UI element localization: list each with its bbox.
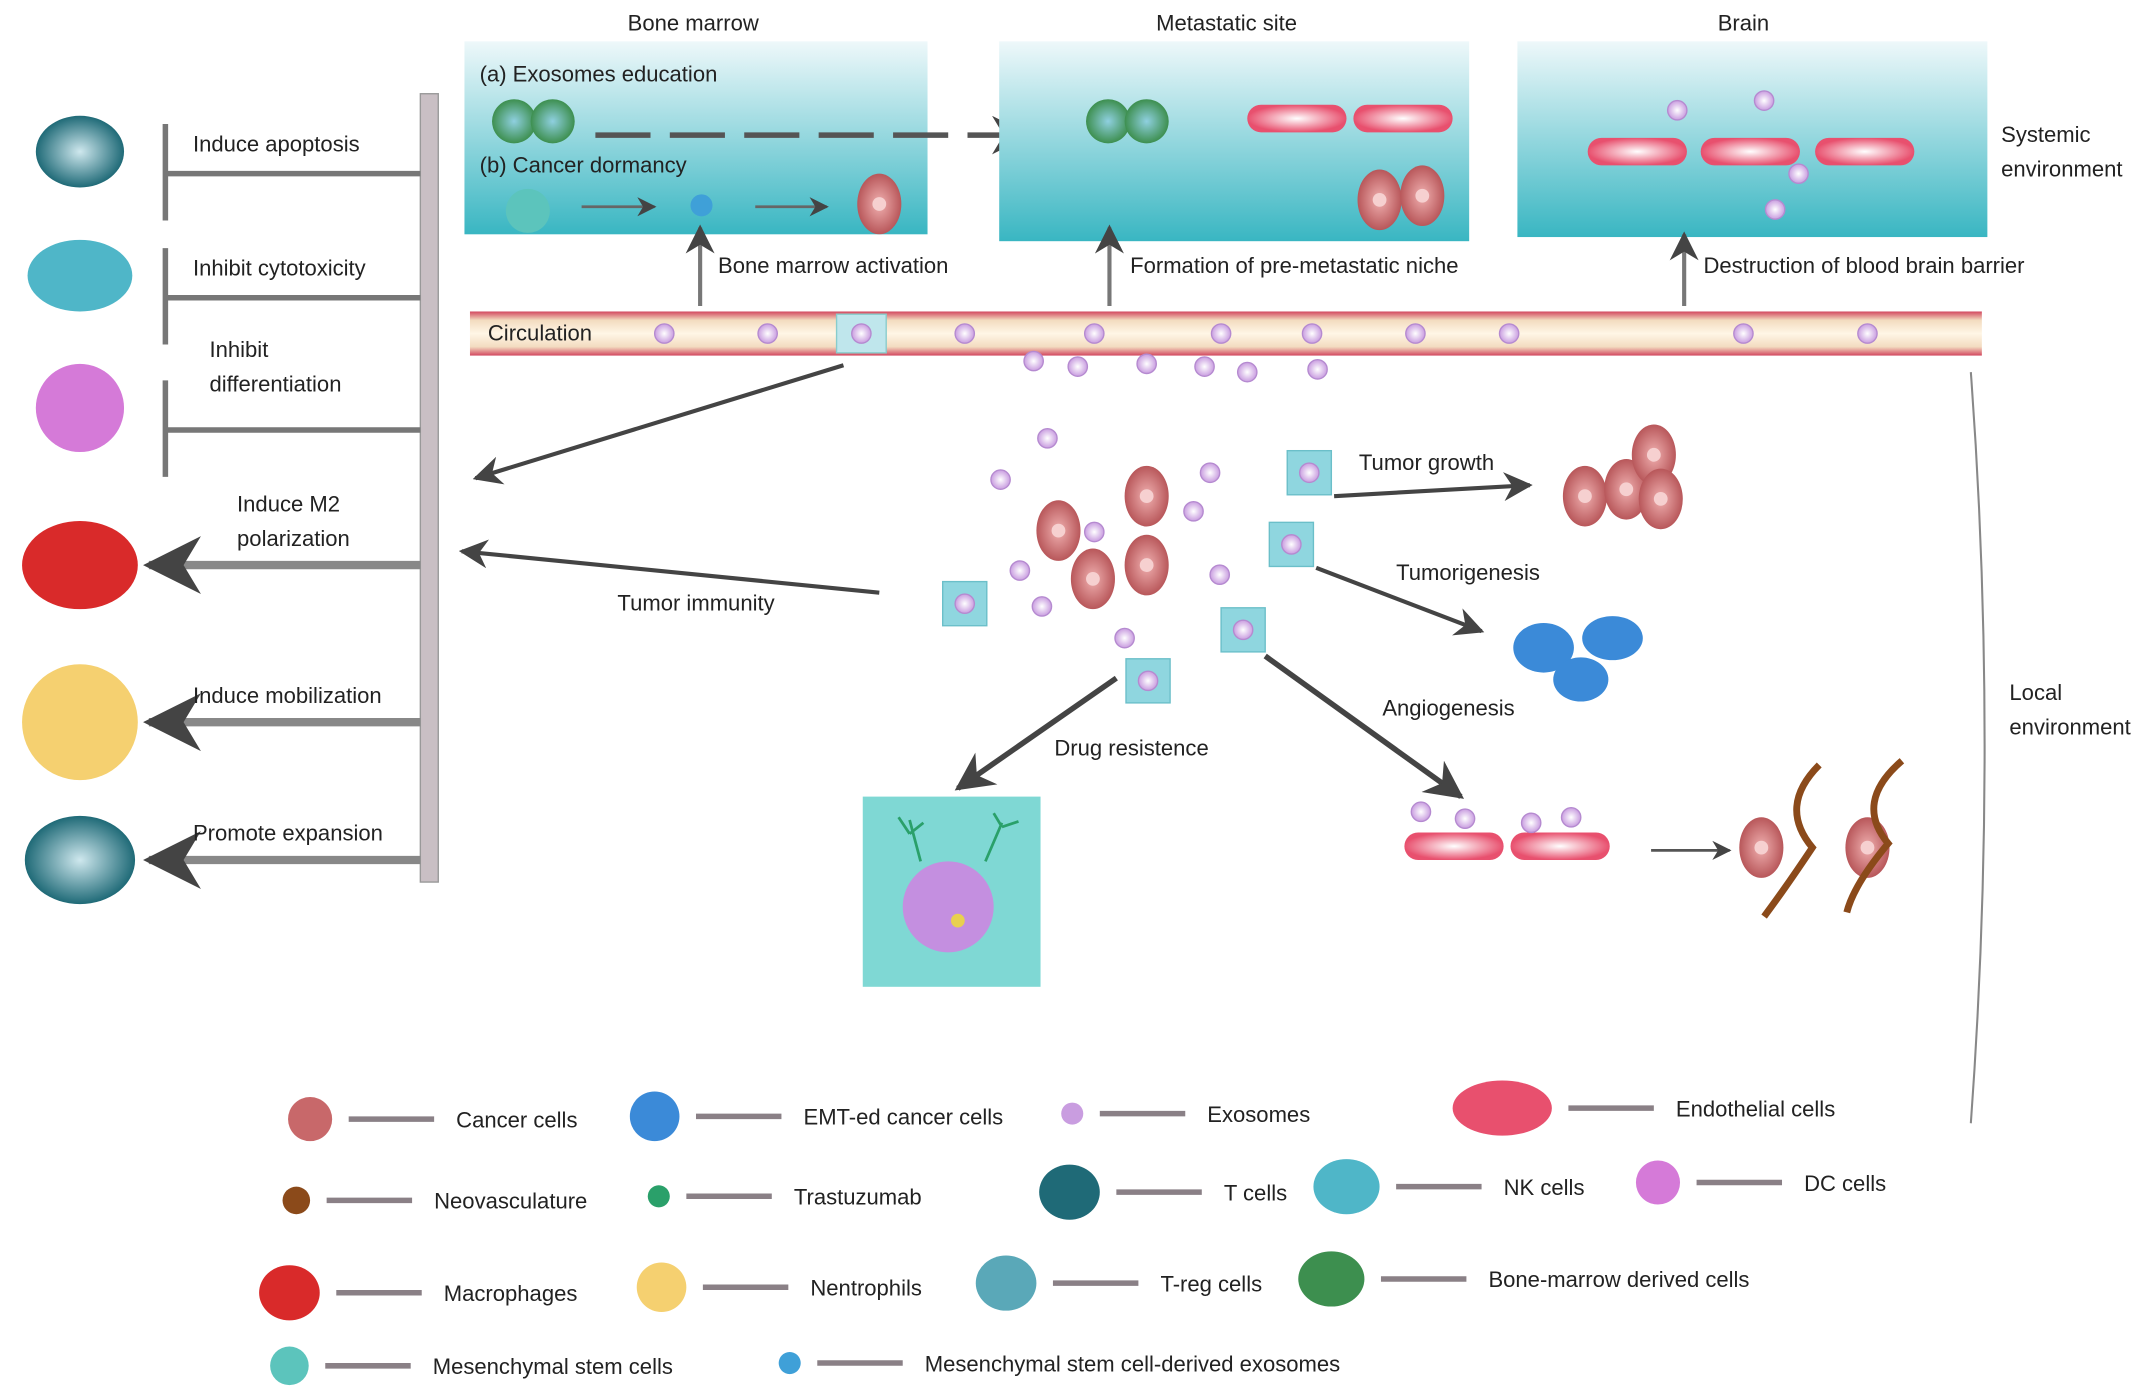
effect-0: Induce apoptosis <box>35 115 421 221</box>
legend-item: EMT-ed cancer cells <box>629 1091 1003 1142</box>
local-bracket <box>1969 372 1986 1124</box>
legend-item: Nentrophils <box>636 1262 922 1313</box>
svg-text:Mesenchymal stem cells: Mesenchymal stem cells <box>433 1354 673 1379</box>
legend-item: T-reg cells <box>975 1255 1262 1311</box>
legend-icon <box>282 1186 311 1215</box>
legend-icon <box>1061 1102 1084 1125</box>
svg-text:(b) Cancer dormancy: (b) Cancer dormancy <box>480 152 687 177</box>
legend-icon <box>629 1091 680 1142</box>
svg-text:Drug resistence: Drug resistence <box>1054 735 1208 760</box>
svg-text:Metastatic site: Metastatic site <box>1156 10 1297 35</box>
svg-text:Destruction of blood brain bar: Destruction of blood brain barrier <box>1703 253 2024 278</box>
bone-marrow-cell-icon <box>492 99 537 144</box>
dc-cell-icon <box>35 363 125 453</box>
legend-item: T cells <box>1039 1164 1287 1220</box>
legend-item: Macrophages <box>259 1265 578 1321</box>
svg-text:Tumor immunity: Tumor immunity <box>617 591 774 616</box>
legend-item: Mesenchymal stem cell-derived exosomes <box>778 1351 1340 1376</box>
legend-icon <box>259 1265 320 1321</box>
legend-icon <box>647 1185 670 1208</box>
legend-item: DC cells <box>1635 1160 1886 1205</box>
panel-brain: Brain Destruction of blood brain barrier <box>1517 10 2025 306</box>
svg-text:Bone marrow activation: Bone marrow activation <box>718 253 948 278</box>
legend-icon <box>1635 1160 1681 1205</box>
svg-text:T cells: T cells <box>1224 1180 1287 1205</box>
legend-item: NK cells <box>1313 1159 1585 1215</box>
svg-text:Exosomes: Exosomes <box>1207 1102 1310 1127</box>
svg-text:polarization: polarization <box>237 526 350 551</box>
svg-text:Induce apoptosis: Induce apoptosis <box>193 132 360 157</box>
legend-item: Exosomes <box>1061 1102 1310 1127</box>
left-bar <box>419 93 439 883</box>
svg-text:environment: environment <box>2001 156 2122 181</box>
legend-item: Bone-marrow derived cells <box>1298 1251 1749 1307</box>
svg-text:Bone-marrow derived cells: Bone-marrow derived cells <box>1488 1267 1749 1292</box>
svg-text:Endothelial cells: Endothelial cells <box>1676 1096 1835 1121</box>
legend-item: Endothelial cells <box>1452 1080 1835 1136</box>
legend-icon <box>778 1352 801 1375</box>
panel-metastatic-site: Metastatic site Formation of pre-metasta… <box>999 10 1470 306</box>
macrophage-icon <box>22 520 138 610</box>
legend-icon <box>1039 1164 1100 1220</box>
legend-icon <box>270 1346 309 1386</box>
legend-icon <box>975 1255 1037 1311</box>
svg-text:NK cells: NK cells <box>1504 1175 1585 1200</box>
svg-text:Angiogenesis: Angiogenesis <box>1382 695 1514 720</box>
svg-text:Inhibit cytotoxicity: Inhibit cytotoxicity <box>193 256 366 281</box>
legend-icon <box>636 1262 687 1313</box>
legend: Cancer cells EMT-ed cancer cells Exosomes E… <box>259 1080 1886 1386</box>
legend-icon <box>1298 1251 1365 1307</box>
legend-item: Cancer cells <box>288 1097 577 1142</box>
effect-4: Induce mobilization <box>22 664 421 781</box>
svg-text:Cancer cells: Cancer cells <box>456 1107 577 1132</box>
effect-5: Promote expansion <box>24 815 421 905</box>
neutrophil-icon <box>22 664 138 781</box>
tumor-center: Tumor immunity Tumor growth Tumorigenesi… <box>458 363 1905 987</box>
legend-item: Mesenchymal stem cells <box>270 1346 673 1386</box>
svg-text:environment: environment <box>2009 715 2130 740</box>
svg-text:Neovasculature: Neovasculature <box>434 1189 587 1214</box>
legend-icon <box>288 1097 333 1142</box>
svg-text:Mesenchymal stem cell-derived: Mesenchymal stem cell-derived exosomes <box>925 1351 1340 1376</box>
svg-text:Tumor growth: Tumor growth <box>1359 450 1494 475</box>
svg-text:Macrophages: Macrophages <box>444 1281 578 1306</box>
svg-text:differentiation: differentiation <box>209 371 341 396</box>
svg-text:Induce mobilization: Induce mobilization <box>193 683 382 708</box>
legend-icon <box>1313 1159 1380 1215</box>
circulation-vessel: Circulation <box>469 311 1982 383</box>
effect-2: Inhibit differentiation <box>35 337 421 477</box>
svg-text:EMT-ed cancer cells: EMT-ed cancer cells <box>803 1105 1003 1130</box>
svg-text:Tumorigenesis: Tumorigenesis <box>1396 560 1540 585</box>
svg-text:T-reg cells: T-reg cells <box>1160 1271 1262 1296</box>
nk-cell-icon <box>27 239 133 312</box>
svg-text:Trastuzumab: Trastuzumab <box>794 1185 922 1210</box>
legend-item: Neovasculature <box>282 1186 587 1215</box>
t-cell-icon <box>35 115 125 188</box>
svg-text:Brain: Brain <box>1718 10 1769 35</box>
msc-icon <box>505 188 550 233</box>
svg-text:DC cells: DC cells <box>1804 1171 1886 1196</box>
panel-bone-marrow: Bone marrow (a) Exosomes education (b) C… <box>464 10 1031 306</box>
svg-text:Induce M2: Induce M2 <box>237 491 340 516</box>
legend-icon <box>1452 1080 1552 1136</box>
effect-1: Inhibit cytotoxicity <box>27 239 421 345</box>
svg-text:Circulation: Circulation <box>488 320 592 345</box>
svg-text:Systemic: Systemic <box>2001 122 2090 147</box>
effect-3: Induce M2 polarization <box>22 491 421 610</box>
svg-text:Formation of pre-metastatic ni: Formation of pre-metastatic niche <box>1130 253 1458 278</box>
svg-text:Nentrophils: Nentrophils <box>810 1276 922 1301</box>
svg-text:Inhibit: Inhibit <box>209 337 268 362</box>
svg-text:(a) Exosomes education: (a) Exosomes education <box>480 61 718 86</box>
svg-text:Bone marrow: Bone marrow <box>628 10 759 35</box>
legend-item: Trastuzumab <box>647 1185 922 1210</box>
treg-cell-icon <box>24 815 136 905</box>
svg-text:Promote expansion: Promote expansion <box>193 821 383 846</box>
svg-text:Local: Local <box>2009 680 2062 705</box>
